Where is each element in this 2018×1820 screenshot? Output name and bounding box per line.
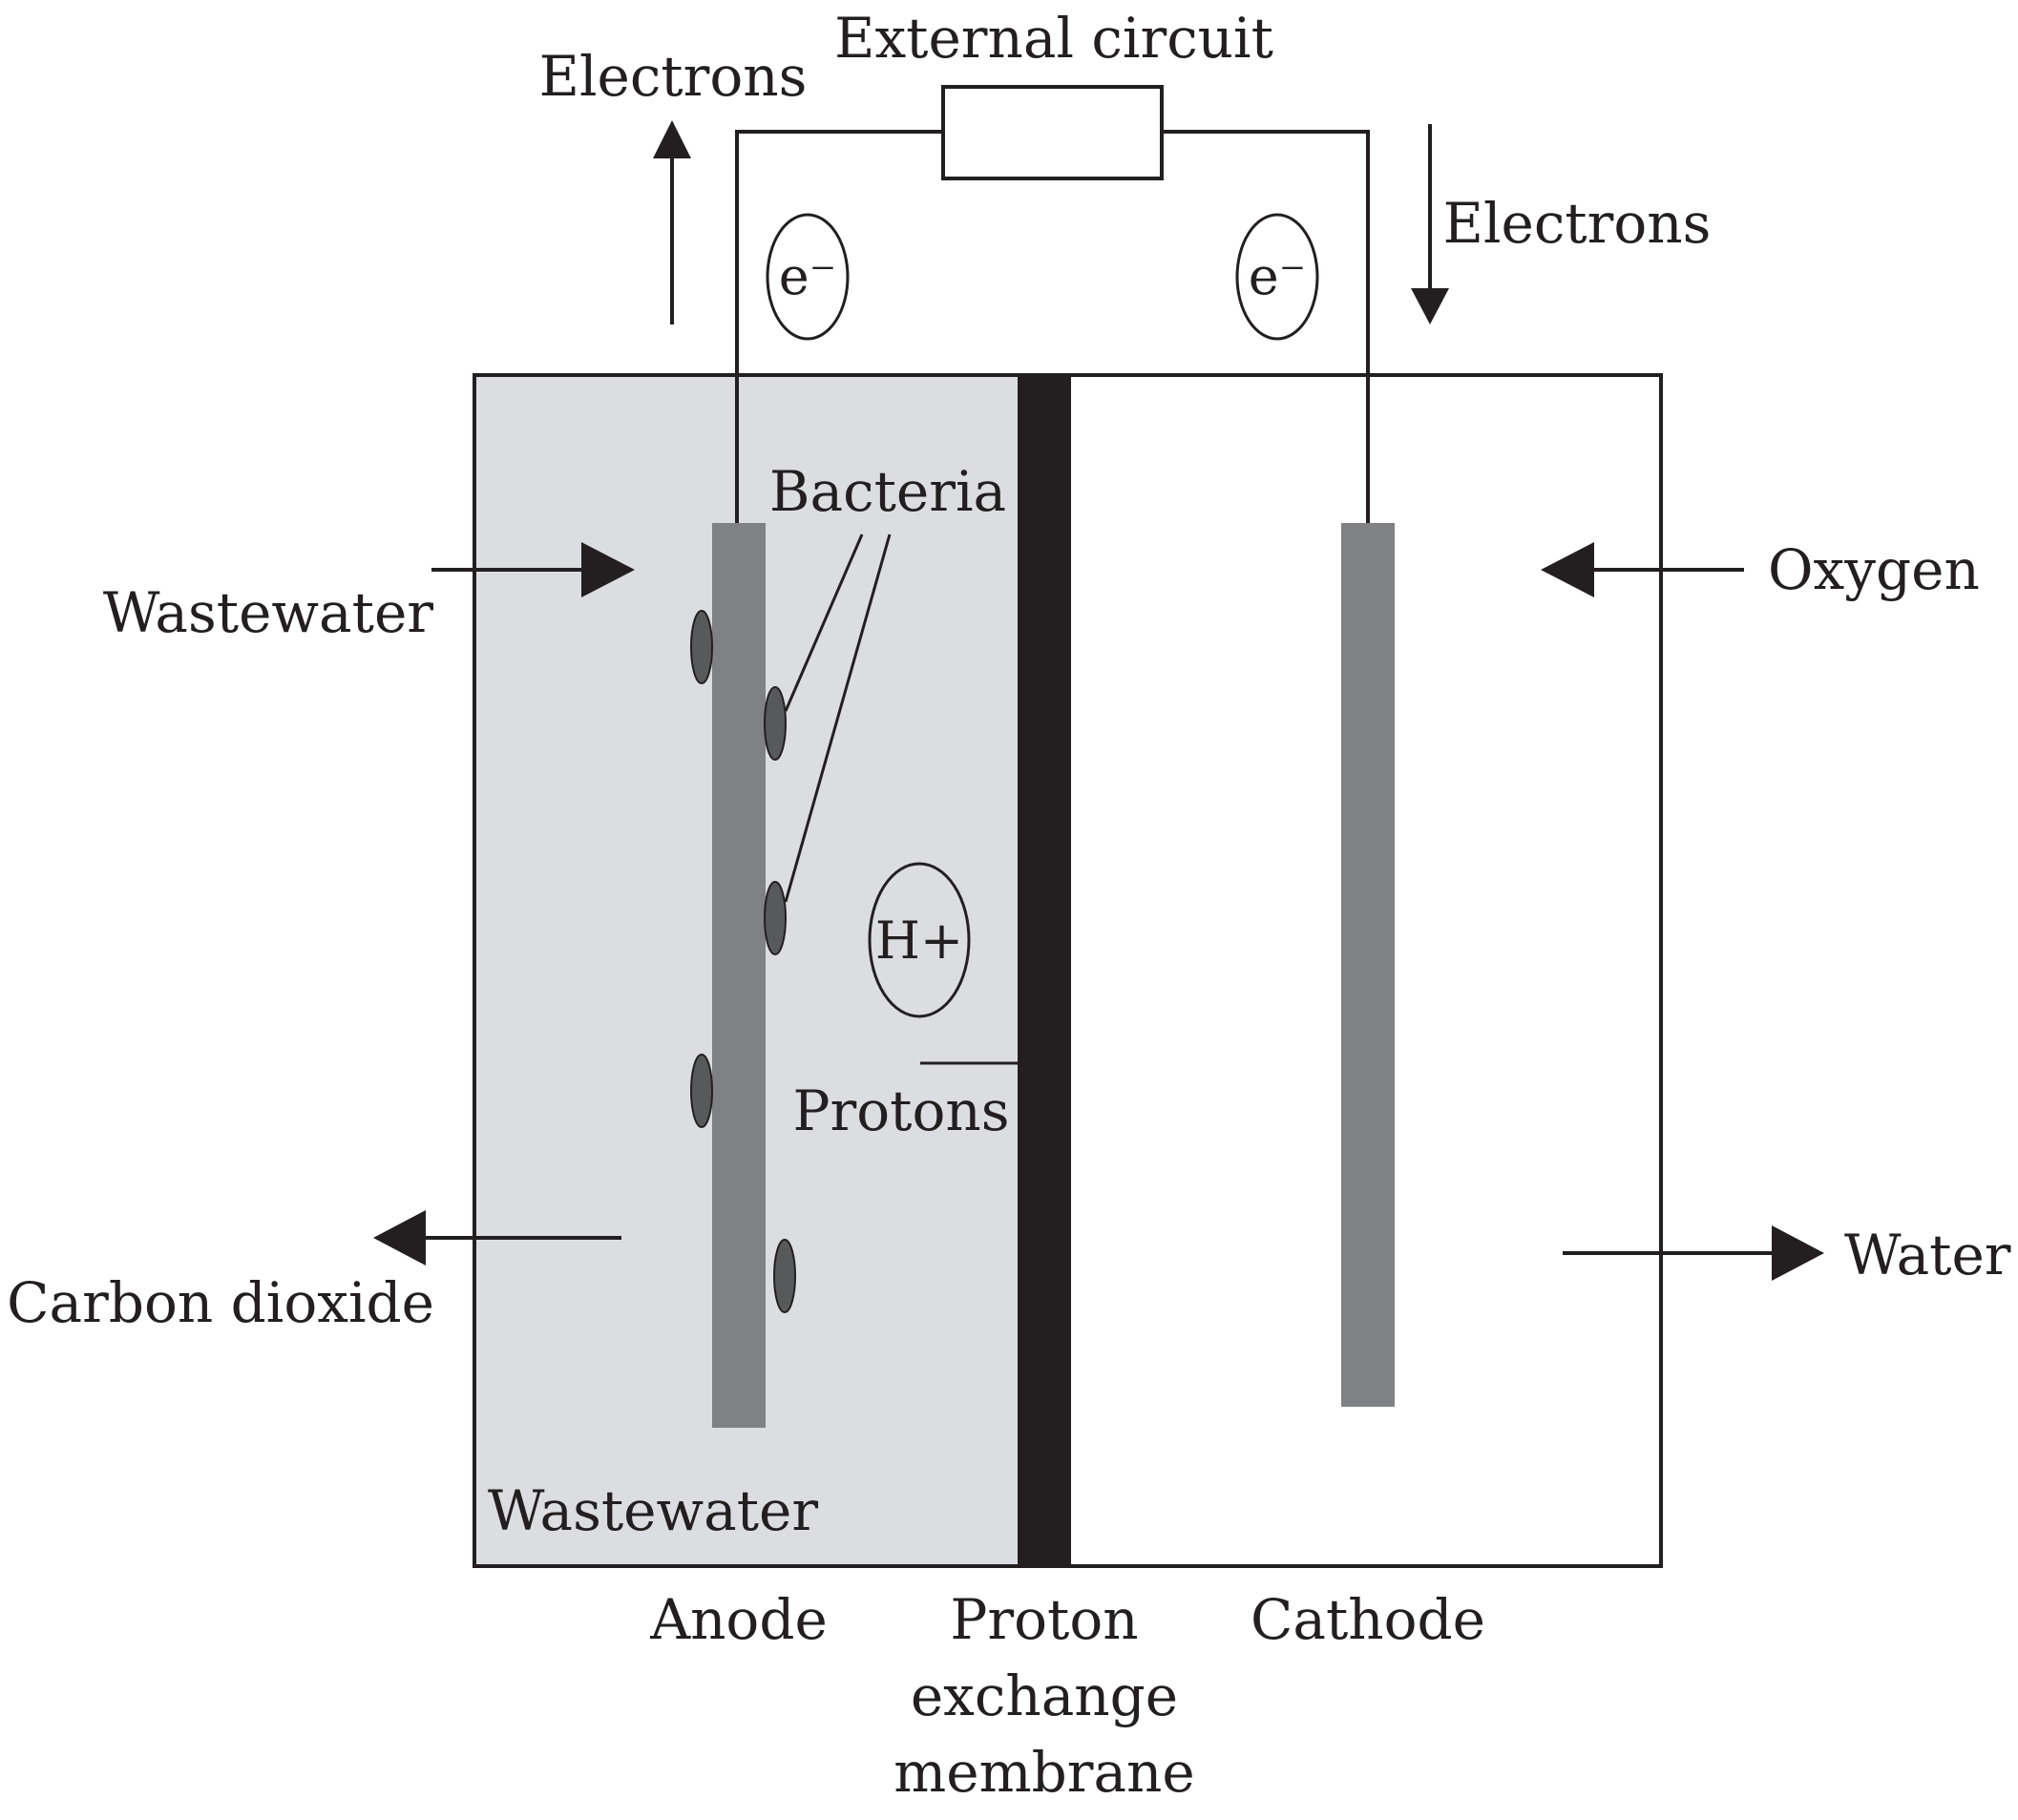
wastewater-inlet-arrow bbox=[431, 542, 635, 597]
electrons-label-left: Electrons bbox=[539, 44, 808, 109]
electron-circle-left bbox=[766, 213, 850, 341]
electron-symbol-right: e⁻ bbox=[1249, 246, 1306, 306]
bacteria-leader-line bbox=[784, 533, 892, 903]
proton-circle bbox=[868, 862, 971, 1018]
external-circuit-wire bbox=[735, 130, 943, 523]
cathode-label: Cathode bbox=[1251, 1587, 1485, 1652]
bacterium bbox=[690, 1054, 713, 1128]
electrons-down-arrow bbox=[1411, 124, 1449, 324]
bacterium bbox=[764, 881, 787, 955]
water-outlet-arrow bbox=[1563, 1225, 1824, 1281]
anode-label: Anode bbox=[649, 1587, 828, 1652]
wastewater-inlet-label: Wastewater bbox=[103, 580, 433, 645]
oxygen-label: Oxygen bbox=[1768, 537, 1980, 602]
bacterium bbox=[764, 686, 787, 761]
carbon-dioxide-label: Carbon dioxide bbox=[7, 1270, 434, 1335]
membrane-label-line3: membrane bbox=[893, 1740, 1194, 1805]
membrane-label-line1: Proton bbox=[950, 1587, 1138, 1652]
electron-symbol-left: e⁻ bbox=[779, 246, 836, 306]
electrons-label-right: Electrons bbox=[1443, 191, 1712, 256]
resistor bbox=[941, 85, 1164, 180]
proton-exchange-membrane bbox=[1018, 375, 1071, 1566]
water-label: Water bbox=[1844, 1223, 2011, 1287]
membrane-label-line2: exchange bbox=[911, 1663, 1178, 1728]
bacterium bbox=[690, 610, 713, 684]
external-circuit-label: External circuit bbox=[834, 6, 1273, 71]
bacteria-label: Bacteria bbox=[769, 459, 1006, 524]
proton-symbol: H+ bbox=[875, 910, 963, 971]
protons-label: Protons bbox=[792, 1078, 1009, 1143]
electron-circle-right bbox=[1235, 213, 1319, 341]
carbon-dioxide-outlet-arrow bbox=[373, 1210, 621, 1266]
external-circuit-wire-right bbox=[1162, 130, 1370, 523]
anode-electrode bbox=[712, 523, 766, 1428]
bacteria-leader-line bbox=[784, 533, 864, 712]
electrons-up-arrow bbox=[653, 120, 691, 324]
wastewater-chamber-label: Wastewater bbox=[488, 1478, 818, 1543]
cathode-electrode bbox=[1341, 523, 1395, 1407]
oxygen-inlet-arrow bbox=[1541, 542, 1744, 597]
bacterium bbox=[773, 1239, 796, 1313]
